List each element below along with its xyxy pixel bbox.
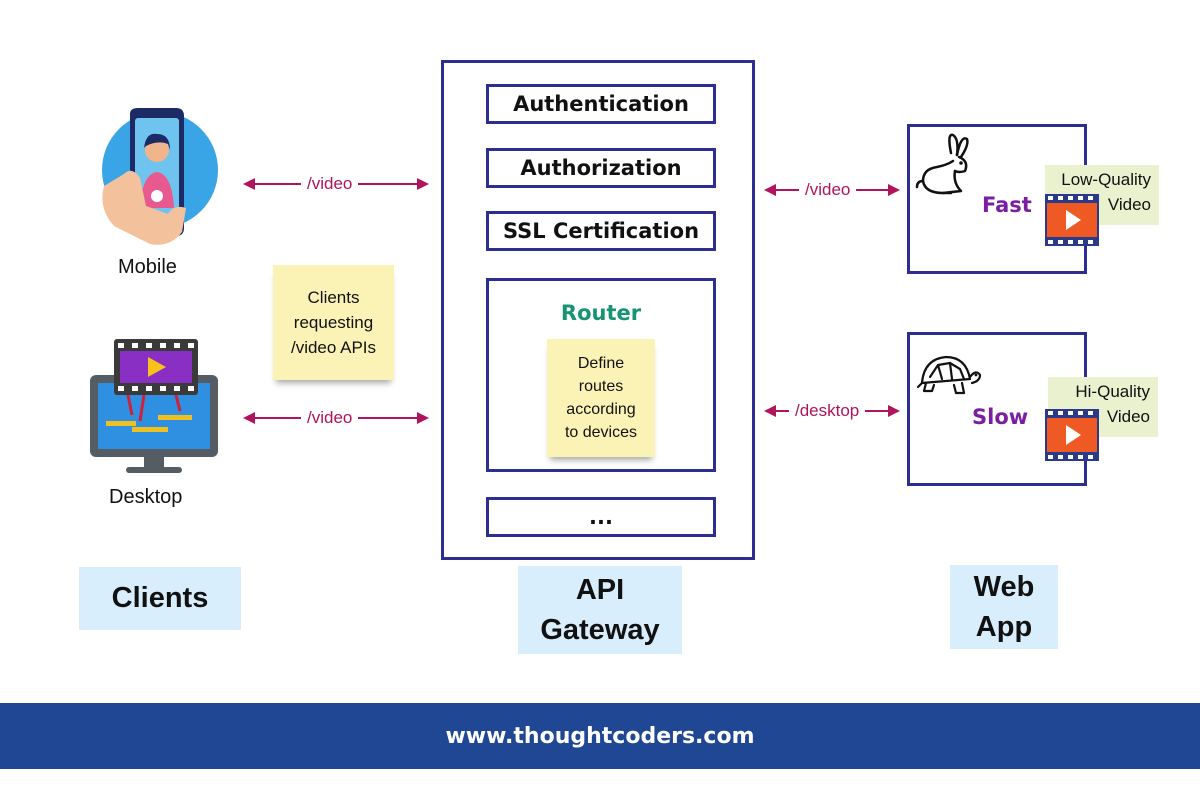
mobile-label: Mobile — [118, 256, 177, 278]
fast-route-label: /video — [799, 180, 857, 200]
router-box: Router Define routes according to device… — [486, 278, 716, 472]
video-play-icon — [1045, 194, 1099, 246]
rabbit-icon — [915, 133, 969, 195]
clients-section-label: Clients — [79, 567, 241, 630]
desktop-label: Desktop — [109, 486, 183, 508]
website-link[interactable]: www.thoughtcoders.com — [445, 723, 755, 749]
slow-label: Slow — [972, 405, 1029, 429]
authorization-box: Authorization — [486, 148, 716, 188]
fast-label: Fast — [982, 193, 1032, 217]
desktop-route-label: /video — [301, 408, 359, 428]
more-box: ... — [486, 497, 716, 537]
mobile-phone-icon — [102, 108, 218, 245]
turtle-icon — [916, 355, 982, 395]
desktop-video-icon — [90, 339, 218, 473]
authentication-box: Authentication — [486, 84, 716, 124]
web-app-section-label: Web App — [950, 565, 1058, 649]
router-note: Define routes according to devices — [547, 339, 655, 457]
hi-quality-label: Hi-Quality Video — [1048, 377, 1158, 437]
router-title: Router — [560, 301, 642, 325]
api-gateway-section-label: API Gateway — [518, 566, 682, 654]
clients-note: Clients requesting /video APIs — [273, 265, 394, 380]
ssl-certification-box: SSL Certification — [486, 211, 716, 251]
fast-app-box: Fast Low-Quality Video — [907, 124, 1159, 274]
slow-route-label: /desktop — [789, 401, 866, 421]
api-gateway-container: Authentication Authorization SSL Certifi… — [441, 60, 755, 560]
video-play-icon — [1045, 409, 1099, 461]
footer-banner: www.thoughtcoders.com — [0, 703, 1200, 769]
slow-app-box: Slow Hi-Quality Video — [907, 332, 1158, 486]
mobile-route-label: /video — [301, 174, 359, 194]
